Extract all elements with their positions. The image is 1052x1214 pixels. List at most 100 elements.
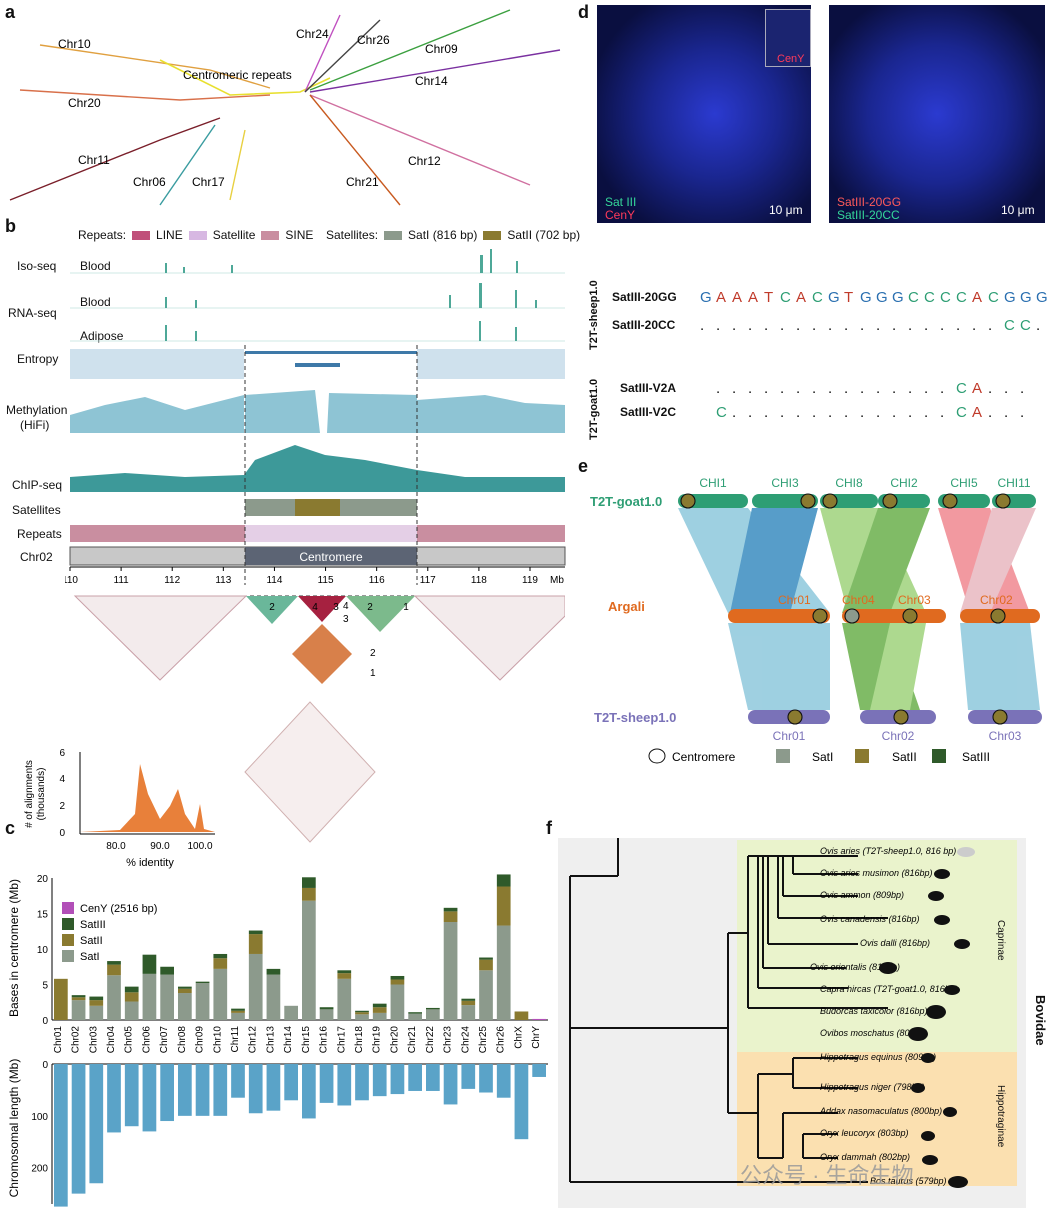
cen-y-inset bbox=[765, 9, 811, 67]
c-xtick-ChrY: ChrY bbox=[531, 1026, 542, 1049]
length-bar-Chr14 bbox=[284, 1064, 298, 1101]
length-bar-Chr04 bbox=[107, 1064, 121, 1133]
bar-Chr03-SatIII bbox=[89, 996, 104, 1001]
seq-char: C bbox=[812, 289, 823, 306]
bar-Chr15-SatII bbox=[302, 887, 316, 901]
bar-Chr08-SatII bbox=[178, 988, 192, 994]
axis-tick-label: 113 bbox=[215, 575, 231, 586]
bar-Chr21-SatI bbox=[408, 1013, 422, 1020]
seq-char: G bbox=[1036, 289, 1048, 306]
c-xtick-Chr14: Chr14 bbox=[283, 1026, 294, 1054]
bar-Chr23-SatII bbox=[443, 911, 458, 923]
entropy-center-low bbox=[295, 363, 340, 367]
branch-chr11 bbox=[9, 117, 221, 201]
fish-label-sat3: Sat III bbox=[605, 195, 637, 209]
satellites-satii bbox=[295, 499, 340, 516]
length-bar-Chr25 bbox=[479, 1064, 493, 1093]
seq-char: . bbox=[876, 404, 880, 421]
bar-Chr05-SatI bbox=[124, 1001, 139, 1020]
animal-silhouettes bbox=[879, 847, 975, 1188]
satellites-legend-title: Satellites: bbox=[326, 228, 379, 242]
roan-antelope-icon bbox=[921, 1053, 935, 1063]
seq-char: . bbox=[732, 404, 736, 421]
addax-icon bbox=[943, 1107, 957, 1117]
seq-char: . bbox=[796, 404, 800, 421]
watermark: 公众号 · 生命生物 bbox=[740, 1163, 914, 1188]
c-xtick-Chr10: Chr10 bbox=[212, 1026, 223, 1054]
c-xtick-Chr13: Chr13 bbox=[265, 1026, 276, 1054]
seq-char: . bbox=[828, 380, 832, 397]
seq-char: . bbox=[780, 404, 784, 421]
seq-char: C bbox=[908, 289, 919, 306]
bighorn-icon bbox=[934, 915, 950, 925]
length-bar-Chr15 bbox=[302, 1064, 316, 1119]
bar-Chr21-SatIII bbox=[408, 1012, 422, 1014]
argali-chr03: Chr03 bbox=[898, 593, 931, 607]
label-chr11: Chr11 bbox=[78, 153, 110, 167]
seq-char: C bbox=[780, 289, 791, 306]
seq-char: . bbox=[876, 380, 880, 397]
bar-Chr25-SatI bbox=[479, 970, 493, 1020]
c-legend-label: SatII bbox=[80, 935, 103, 947]
seq-char: . bbox=[1036, 317, 1040, 334]
identity-histogram: 0 2 4 6 80.0 90.0 100.0 % identity # of … bbox=[24, 748, 215, 869]
inset-ytick-6: 6 bbox=[59, 748, 65, 759]
c-top-ytick: 5 bbox=[42, 981, 48, 992]
group-goat-label: T2T-goat1.0 bbox=[588, 378, 600, 440]
axis-tick-label: 112 bbox=[164, 575, 180, 586]
length-bar-Chr02 bbox=[71, 1064, 86, 1194]
mouflon-icon bbox=[934, 869, 950, 879]
goat-chi11: CHI11 bbox=[997, 476, 1030, 490]
seq-char: T bbox=[764, 289, 773, 306]
axis-unit: Mb bbox=[550, 575, 564, 586]
seq-char: C bbox=[956, 380, 967, 397]
repeats-satellite-region bbox=[245, 525, 417, 542]
seq-char: . bbox=[828, 404, 832, 421]
c-xtick-Chr04: Chr04 bbox=[106, 1026, 117, 1054]
goat-chi5: CHI5 bbox=[950, 476, 978, 490]
scale-bar-right: 10 μm bbox=[1001, 203, 1035, 217]
seq-char: G bbox=[700, 289, 712, 306]
bar-Chr26-SatIII bbox=[496, 874, 511, 887]
entropy-left bbox=[70, 349, 244, 379]
axis-tick-labels: 110111112113114115116117118119Mb bbox=[65, 567, 564, 586]
length-bar-Chr06 bbox=[142, 1064, 157, 1132]
bar-Chr18-SatI bbox=[355, 1014, 369, 1020]
c-top-ytick: 15 bbox=[37, 910, 49, 921]
branch-chr21 bbox=[309, 94, 401, 206]
legend-satiii-icon bbox=[932, 749, 946, 763]
bar-Chr24-SatI bbox=[461, 1005, 476, 1020]
c-xtick-Chr05: Chr05 bbox=[124, 1026, 135, 1054]
bar-Chr23-SatI bbox=[443, 922, 458, 1020]
heatmap-zoom bbox=[292, 624, 352, 684]
inset-xlabel: % identity bbox=[126, 857, 174, 869]
bar-Chr08-SatI bbox=[178, 993, 192, 1020]
track-entropy-label: Entropy bbox=[17, 352, 59, 366]
seq-char: G bbox=[828, 289, 840, 306]
seq-char: C bbox=[924, 289, 935, 306]
inset-xtick-90: 90.0 bbox=[150, 841, 170, 852]
sheep-genome-label: T2T-sheep1.0 bbox=[594, 710, 676, 725]
seq-char: . bbox=[796, 380, 800, 397]
panel-letter-f: f bbox=[546, 818, 552, 838]
seq-char: . bbox=[1004, 380, 1008, 397]
legend-sati: SatI (816 bp) bbox=[408, 228, 478, 242]
axis-tick-label: 117 bbox=[420, 575, 436, 586]
branch-chr20 bbox=[19, 89, 271, 101]
c-bottom-ytick: 200 bbox=[31, 1164, 48, 1175]
panel-a-tree: Centromeric repeats Chr10 Chr20 Chr11 Ch… bbox=[9, 9, 561, 206]
sati-swatch bbox=[384, 230, 403, 240]
bar-Chr07-SatIII bbox=[160, 966, 174, 975]
taxon-11: Addax nasomaculatus (800bp) bbox=[819, 1106, 942, 1116]
legend-satii-icon bbox=[855, 749, 869, 763]
seq-char: A bbox=[796, 289, 806, 306]
bar-Chr13-SatI bbox=[266, 974, 281, 1020]
block-label-5: 1 bbox=[403, 602, 409, 613]
seq-char: . bbox=[780, 317, 784, 334]
bar-Chr24-SatII bbox=[461, 1000, 476, 1006]
bar-Chr17-SatIII bbox=[337, 970, 352, 974]
seq-char: . bbox=[988, 404, 992, 421]
centromere-markers bbox=[680, 493, 1011, 725]
bar-Chr25-SatIII bbox=[479, 957, 493, 960]
